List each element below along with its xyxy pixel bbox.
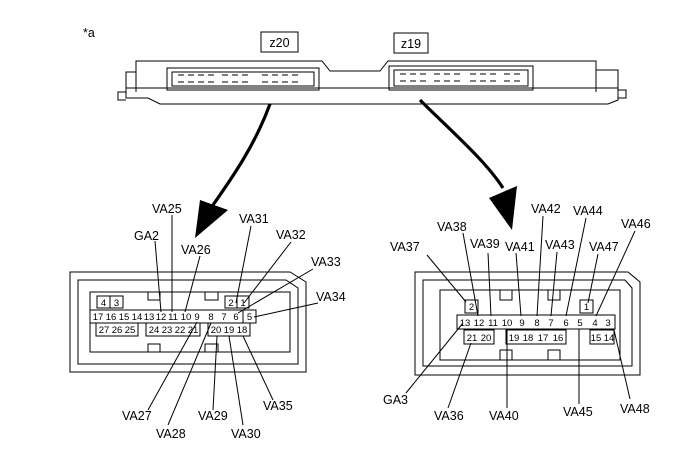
z19-pin-9: 9 (519, 318, 524, 329)
z20-pin-18: 18 (237, 325, 248, 336)
z19-label-va45: VA45 (563, 405, 593, 419)
z20-pin-14: 14 (132, 312, 143, 323)
z20-pin-17: 17 (93, 312, 104, 323)
z19-pin-21: 21 (467, 333, 478, 344)
z19-pin-3: 3 (605, 318, 610, 329)
z19-label-va37: VA37 (390, 240, 420, 254)
z19-pin-20: 20 (481, 333, 492, 344)
z20-label-ga2: GA2 (134, 229, 159, 243)
z20-leader-lines (147, 215, 319, 426)
z20-pin-19: 19 (224, 325, 235, 336)
z19-pin-4: 4 (592, 318, 597, 329)
z20-pin-6: 6 (233, 312, 238, 323)
ecu-body (117, 60, 627, 105)
z19-pin-19: 19 (509, 333, 520, 344)
z20-pin-16: 16 (106, 312, 117, 323)
connector-z19 (414, 271, 641, 376)
z19-pin-1: 1 (584, 302, 589, 313)
z19-pin-14: 14 (604, 333, 615, 344)
z19-pin-12: 12 (474, 318, 485, 329)
z19-label-va47: VA47 (589, 240, 619, 254)
z20-label-va26: VA26 (181, 243, 211, 257)
z20-pin-4: 4 (101, 298, 106, 309)
z20-pin-27: 27 (99, 325, 110, 336)
z20-pin-21: 21 (188, 325, 199, 336)
z19-label-va36: VA36 (434, 409, 464, 423)
z20-pin-22: 22 (175, 325, 186, 336)
z20-label-va33: VA33 (311, 255, 341, 269)
z19-label-va38: VA38 (437, 220, 467, 234)
z20-pin-2: 2 (228, 298, 233, 309)
z19-label-va43: VA43 (545, 238, 575, 252)
z19-leader-lines (405, 215, 636, 409)
z20-pin-23: 23 (162, 325, 173, 336)
z19-pin-6: 6 (563, 318, 568, 329)
z20-pin-13: 13 (144, 312, 155, 323)
z20-pin-20: 20 (211, 325, 222, 336)
z19-pin-2: 2 (469, 302, 474, 313)
z20-label-va30: VA30 (231, 427, 261, 441)
z19-pin-8: 8 (534, 318, 539, 329)
z20-label-box (260, 31, 299, 53)
z19-label-va41: VA41 (505, 240, 535, 254)
z20-pin-8: 8 (208, 312, 213, 323)
arrow-to-z20 (195, 103, 272, 238)
z19-label-va40: VA40 (489, 409, 519, 423)
z19-pin-10: 10 (502, 318, 513, 329)
z20-pin-15: 15 (119, 312, 130, 323)
z20-pin-10: 10 (181, 312, 192, 323)
z20-pin-24: 24 (149, 325, 160, 336)
z19-label-va44: VA44 (573, 204, 603, 218)
z20-pin-12: 12 (156, 312, 167, 323)
z20-pin-25: 25 (125, 325, 136, 336)
z19-label-va48: VA48 (620, 402, 650, 416)
z19-label-va39: VA39 (470, 237, 500, 251)
connector-name-z20: z20 (269, 36, 289, 50)
z20-label-va28: VA28 (156, 427, 186, 441)
z19-label-va46: VA46 (621, 217, 651, 231)
z20-pin-26: 26 (112, 325, 123, 336)
z19-pin-5: 5 (577, 318, 582, 329)
z20-pin-1: 1 (240, 298, 245, 309)
z20-pin-7: 7 (221, 312, 226, 323)
z20-label-va29: VA29 (198, 409, 228, 423)
z19-pin-13: 13 (460, 318, 471, 329)
z19-pin-16: 16 (553, 333, 564, 344)
z19-pin-18: 18 (523, 333, 534, 344)
z20-pin-3: 3 (114, 298, 119, 309)
connector-name-z19: z19 (401, 37, 421, 51)
z20-label-va35: VA35 (263, 399, 293, 413)
z19-label-va42: VA42 (531, 202, 561, 216)
z20-label-va25: VA25 (152, 202, 182, 216)
arrow-to-z19 (418, 98, 517, 230)
z19-pin-15: 15 (591, 333, 602, 344)
z20-pin-11: 11 (168, 312, 178, 323)
z20-label-va31: VA31 (239, 212, 269, 226)
z20-label-va34: VA34 (316, 290, 346, 304)
z19-pin-17: 17 (538, 333, 549, 344)
z19-label-box (393, 32, 429, 54)
z19-pin-11: 11 (488, 318, 498, 329)
z19-pin-7: 7 (548, 318, 553, 329)
z19-label-ga3: GA3 (383, 393, 408, 407)
z20-label-va32: VA32 (276, 228, 306, 242)
z20-pin-9: 9 (194, 312, 199, 323)
z20-label-va27: VA27 (122, 409, 152, 423)
figure-note: *a (83, 26, 95, 40)
z20-pin-5: 5 (247, 312, 252, 323)
